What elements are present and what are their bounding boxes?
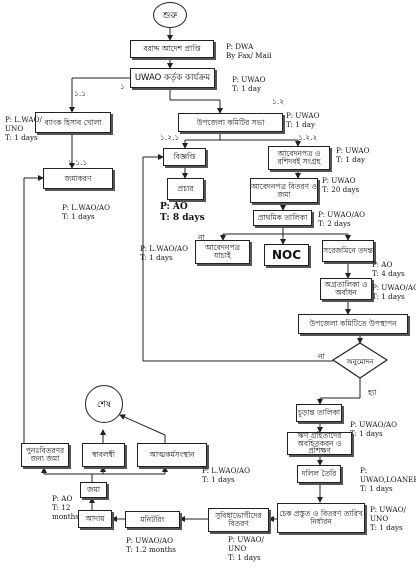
- publicity-box: প্রচার: [167, 178, 204, 200]
- reinvest-box: পুনঃবিতরণর জন্য জমা: [21, 443, 69, 467]
- end-node: শেষ: [85, 385, 123, 423]
- label-1-2-1: ১.২.১: [160, 133, 180, 142]
- reinvest-label: পুনঃবিতরণর জন্য জমা: [25, 446, 65, 463]
- note-final: P: UWAO/AO T: 1 days: [350, 420, 397, 438]
- note-ao8: P: AO T: 8 days: [160, 202, 205, 224]
- note-bank: P: L.WAO/ UNO T: 1 days: [5, 115, 42, 142]
- bank-box: ব্যাংক হিসাব খোলা: [35, 112, 111, 133]
- start-node: শুরু: [153, 2, 187, 28]
- recovery-box: আদায়: [78, 510, 112, 528]
- uwao-program-box: UWAO কর্তৃক কার্যক্রম: [130, 68, 215, 88]
- receive-label: বরাদ্দ আদেশ প্রাপ্তি: [143, 44, 201, 54]
- field-label: সরেজমিনে তদন্ত: [323, 246, 373, 256]
- deposit-acc-label: জমাকরণ: [64, 173, 92, 183]
- primary-label: প্রাথমিক তালিকা: [257, 213, 308, 223]
- note-uwao1: P: UWAO T: 1 day: [232, 75, 266, 93]
- document-label: দলিল তৈরি: [301, 469, 337, 479]
- note-cheque: P: UWAO/ UNO T: 1 days: [370, 505, 406, 532]
- cheque-box: চেক প্রস্তুত ও বিতরণ তারিখ নির্ধারন: [277, 503, 365, 533]
- present-box: উপজেলা কমিটিতে উপস্থাপন: [298, 314, 408, 334]
- label-no-1: না: [198, 233, 205, 242]
- field-box: সরেজমিনে তদন্ত: [322, 240, 374, 262]
- note-field: P: AO T: 4 days: [372, 260, 405, 278]
- cheque-label: চেক প্রস্তুত ও বিতরণ তারিখ নির্ধারন: [279, 509, 363, 526]
- noc-box: NOC: [264, 244, 309, 266]
- deposit-main-box: জমা: [80, 482, 107, 498]
- collect-label: আবেদনপত্র ও রশিদবই সংগ্রহ: [277, 149, 321, 166]
- committee-label: উপজেলা কমিটির সভা: [196, 117, 265, 127]
- note-verify: P: L.WAO/AO T: 1 days: [140, 244, 188, 262]
- note-primary: P: UWAO/AO T: 2 days: [318, 210, 365, 228]
- start-label: শুরু: [162, 10, 178, 21]
- distribution-label: সুবিধাভোগীদের বিতরণ: [215, 511, 262, 528]
- selfreliant-label: স্বাবলম্বী: [91, 450, 116, 460]
- uwao-program-label: UWAO কর্তৃক কার্যক্রম: [134, 72, 211, 83]
- approve-diamond: [331, 342, 389, 379]
- note-uwao2: P: UWAO T: 1 day: [286, 111, 320, 129]
- collect-box: আবেদনপত্র ও রশিদবই সংগ্রহ: [268, 146, 330, 170]
- employment-label: আত্মকর্মসংস্থান: [149, 450, 195, 460]
- note-employment: P: L.WAO/AO T: 1 days: [202, 466, 250, 484]
- publicity-label: প্রচার: [177, 184, 194, 194]
- label-1-1: ১.১: [74, 89, 87, 98]
- present-label: উপজেলা কমিটিতে উপস্থাপন: [309, 319, 397, 329]
- note-dist20: P: UWAO T: 20 days: [322, 176, 360, 194]
- label-1-1-1: ১.১.১: [68, 158, 88, 167]
- note-deposit: P: L.WAO/AO T: 1 days: [62, 203, 110, 221]
- notice-label: বিজ্ঞপ্তি: [173, 152, 196, 162]
- primary-box: প্রাথমিক তালিকা: [253, 210, 312, 226]
- noc-label: NOC: [271, 247, 302, 262]
- mark-box: অগ্রতালিকা ও অর্বাধন: [320, 278, 372, 300]
- label-1-2: ১.২: [272, 97, 285, 106]
- committee-box: উপজেলা কমিটির সভা: [178, 113, 283, 132]
- employment-box: আত্মকর্মসংস্থান: [137, 443, 207, 467]
- deposit-acc-box: জমাকরণ: [43, 168, 113, 189]
- note-dwa: P: DWA By Fax/ Mail: [226, 42, 272, 60]
- note-collect: P: UWAO T: 1 day: [336, 146, 370, 164]
- bank-label: ব্যাংক হিসাব খোলা: [44, 117, 102, 127]
- verify-label: আবেদনপত্র যাচাই: [205, 243, 240, 260]
- note-doc: P: UWAO,LOANEE T: 1 days: [360, 466, 416, 493]
- note-ao12: P: AO T: 12 months: [52, 494, 79, 521]
- deposit-main-label: জমা: [86, 485, 101, 495]
- receive-box: বরাদ্দ আদেশ প্রাপ্তি: [130, 40, 214, 58]
- verify-box: আবেদনপত্র যাচাই: [195, 240, 250, 264]
- document-box: দলিল তৈরি: [297, 465, 341, 483]
- label-1-2-2: ১.২.২: [298, 133, 318, 142]
- label-1: ১: [120, 82, 125, 91]
- monitoring-box: মনিটরিং: [125, 511, 180, 528]
- distribute-label: আবেদনপত্র বিতরণ ও জমা: [251, 181, 317, 199]
- note-mark: P: UWAO/AO T: 1 days: [372, 283, 416, 301]
- recovery-label: আদায়: [85, 514, 105, 524]
- distribution-box: সুবিধাভোগীদের বিতরণ: [208, 508, 269, 532]
- training-label: ঋণ গ্রহিতাদের অবহিতকরন ও প্রশিক্ষণ: [297, 430, 342, 456]
- monitoring-label: মনিটরিং: [140, 514, 165, 524]
- distribute-box: আবেদনপত্র বিতরণ ও জমা: [250, 178, 318, 203]
- approve-label: অনুমোদন: [346, 358, 374, 366]
- label-no-2: না: [318, 352, 325, 361]
- note-monitor: P: UWAO/AO T: 1.2 months: [126, 536, 176, 554]
- note-distrib: P: UWAO/ UNO T: 1 days: [228, 535, 264, 562]
- selfreliant-box: স্বাবলম্বী: [82, 443, 125, 467]
- training-box: ঋণ গ্রহিতাদের অবহিতকরন ও প্রশিক্ষণ: [287, 430, 352, 456]
- notice-box: বিজ্ঞপ্তি: [163, 148, 206, 166]
- final-box: চূড়ান্ত তালিকা: [296, 404, 342, 422]
- label-yes: হ্যা: [368, 388, 377, 397]
- mark-label: অগ্রতালিকা ও অর্বাধন: [324, 280, 368, 297]
- end-label: শেষ: [97, 399, 111, 410]
- final-label: চূড়ান্ত তালিকা: [297, 408, 341, 418]
